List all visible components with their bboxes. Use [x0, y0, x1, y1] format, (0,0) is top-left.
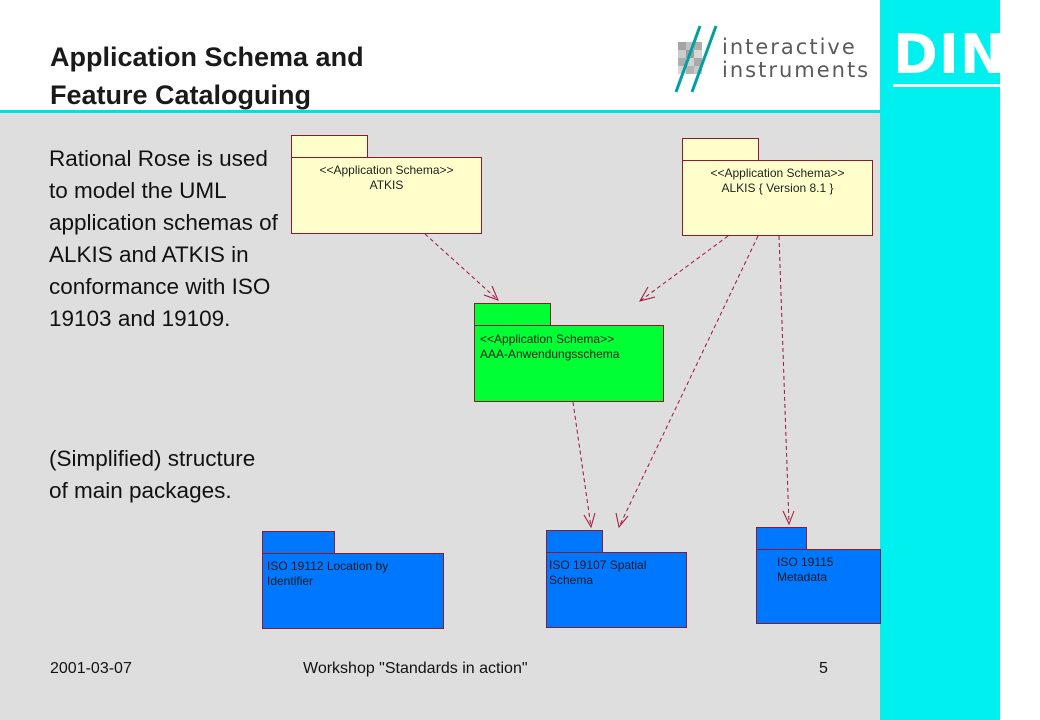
footer-page-number: 5 [819, 660, 828, 677]
package-label: ISO 19115 Metadata [756, 549, 881, 624]
slide-header [0, 0, 880, 112]
arrowhead-icon [483, 285, 499, 301]
package-atkis: <<Application Schema>> ATKIS [291, 135, 482, 234]
body-paragraph-2: (Simplified) structure of main packages. [49, 446, 256, 503]
logo-text: interactive instruments [722, 35, 871, 82]
package-iso-19107: ISO 19107 Spatial Schema [546, 530, 687, 628]
package-label: <<Application Schema>> ALKIS { Version 8… [682, 160, 873, 236]
package-tab [262, 531, 335, 555]
package-tab [546, 530, 603, 554]
dependency-alkis-to-iso19115 [778, 235, 790, 525]
footer-date: 2001-03-07 [50, 660, 132, 677]
slide-title: Application Schema and Feature Catalogui… [50, 42, 364, 110]
arrowhead-icon [583, 512, 596, 529]
package-label: ISO 19112 Location by Identifier [262, 553, 444, 629]
header-divider [0, 110, 880, 113]
arrowhead-icon [782, 510, 795, 526]
din-logo: DIN [893, 23, 1007, 87]
body-paragraph-1: Rational Rose is used to model the UML a… [49, 146, 278, 331]
right-margin-strip [1000, 0, 1040, 720]
package-alkis: <<Application Schema>> ALKIS { Version 8… [682, 138, 873, 236]
arrowhead-icon [638, 286, 656, 302]
dependency-aaa-to-iso19107 [572, 401, 592, 528]
dependency-alkis-to-aaa [639, 235, 729, 302]
interactive-instruments-logo-icon [674, 25, 718, 93]
side-accent-bar [880, 0, 1000, 720]
package-label: <<Application Schema>> ATKIS [291, 157, 482, 234]
package-aaa-anwendungsschema: <<Application Schema>> AAA-Anwendungssch… [474, 303, 664, 402]
dependency-alkis-to-iso19107 [618, 235, 759, 528]
package-tab [682, 138, 759, 162]
footer-title: Workshop "Standards in action" [303, 660, 528, 677]
arrowhead-icon [615, 512, 629, 529]
package-label: ISO 19107 Spatial Schema [546, 552, 687, 628]
package-iso-19112: ISO 19112 Location by Identifier [262, 531, 444, 629]
package-label: <<Application Schema>> AAA-Anwendungssch… [474, 325, 664, 402]
package-iso-19115: ISO 19115 Metadata [756, 527, 881, 624]
dependency-atkis-to-aaa [424, 233, 499, 301]
